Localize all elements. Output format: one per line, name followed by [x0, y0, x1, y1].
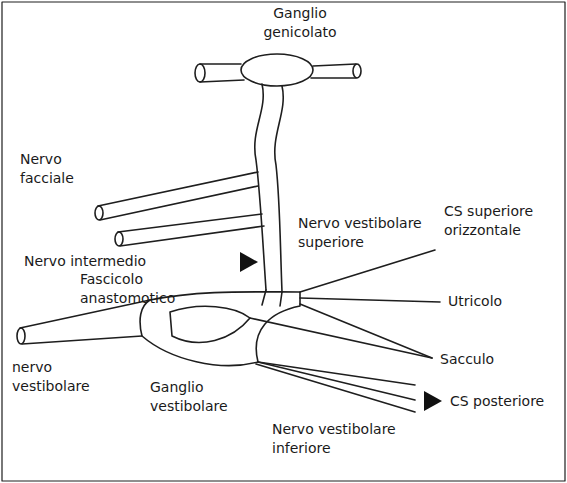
- part-label: Ganglio vestibolare: [150, 378, 245, 416]
- part-label: Sacculo: [440, 350, 540, 369]
- part-label: CS posteriore: [450, 392, 550, 411]
- part-label: Fascicolo anastomotico: [80, 270, 205, 308]
- part-label: Nervo vestibolare inferiore: [272, 420, 420, 458]
- part-label: CS superiore orizzontale: [444, 202, 562, 240]
- part-label: Nervo vestibolare superiore: [298, 214, 433, 252]
- part-label: Utricolo: [448, 292, 548, 311]
- part-label: Nervo facciale: [20, 150, 95, 188]
- part-label: Nervo intermedio: [24, 252, 174, 271]
- part-label: nervo vestibolare: [12, 358, 92, 396]
- part-label: Ganglio genicolato: [250, 4, 350, 42]
